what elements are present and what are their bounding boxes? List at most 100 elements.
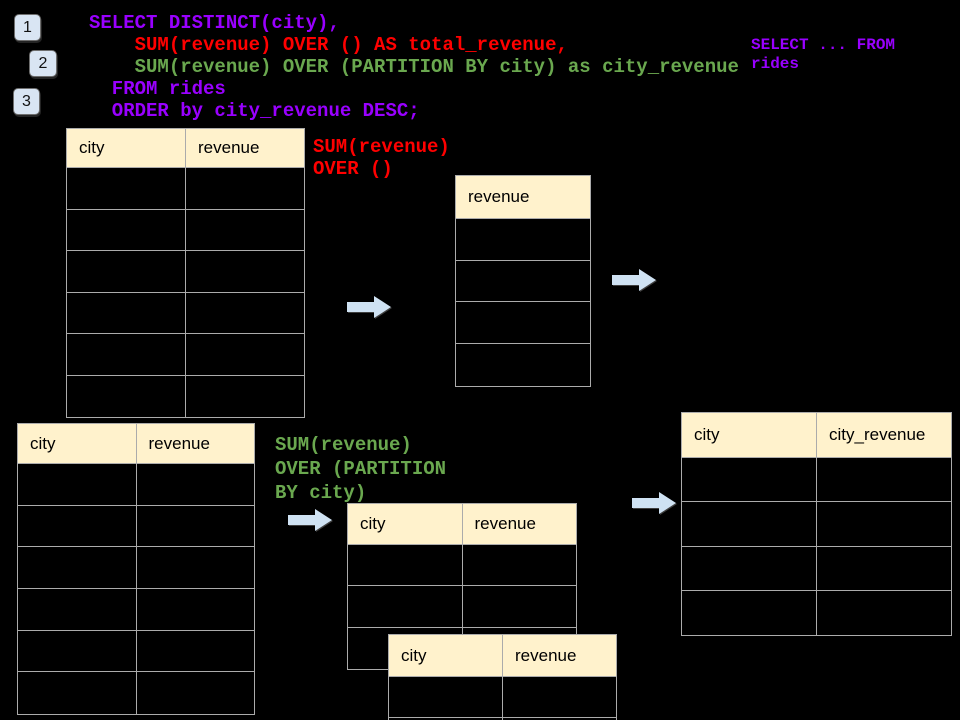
column-header: city xyxy=(389,635,503,677)
code-line: SUM(revenue) OVER (PARTITION BY city) as… xyxy=(89,56,739,78)
table-row xyxy=(67,334,304,376)
table-cell xyxy=(67,251,186,293)
code-line: OVER () xyxy=(313,158,393,180)
table-cell xyxy=(67,375,186,417)
total-revenue-result-table: revenue xyxy=(455,175,591,387)
table-cell xyxy=(389,677,503,718)
table-cell xyxy=(67,292,186,334)
code-line: OVER (PARTITION xyxy=(275,458,447,480)
table-row xyxy=(682,502,951,547)
column-header: revenue xyxy=(136,424,254,464)
table-cell xyxy=(186,209,304,251)
table-row xyxy=(389,677,616,718)
table-cell xyxy=(817,590,951,636)
table-cell xyxy=(817,546,951,591)
table-row xyxy=(18,630,254,673)
table-cell xyxy=(186,292,304,334)
step-badge-1: 1 xyxy=(14,14,41,41)
table-row xyxy=(682,590,951,636)
table-cell xyxy=(18,630,137,673)
column-header: revenue xyxy=(186,129,304,168)
step-badge-3: 3 xyxy=(13,88,40,115)
sql-query-code: SELECT DISTINCT(city), SUM(revenue) OVER… xyxy=(89,12,739,122)
table-row xyxy=(67,251,304,293)
table-row xyxy=(682,546,951,591)
table-header-row: revenue xyxy=(456,176,590,219)
table-cell xyxy=(18,589,137,631)
table-cell xyxy=(503,718,616,720)
table-cell xyxy=(682,502,817,547)
arrow-right-icon xyxy=(631,491,677,515)
table-row xyxy=(18,589,254,631)
table-cell xyxy=(67,168,186,210)
column-header: revenue xyxy=(503,635,616,677)
table-cell xyxy=(682,590,817,636)
table-cell xyxy=(817,458,951,503)
code-line: rides xyxy=(751,55,800,73)
table-row xyxy=(456,344,590,386)
table-row xyxy=(67,168,304,210)
table-cell xyxy=(18,547,137,590)
table-cell xyxy=(462,586,576,628)
table-cell xyxy=(503,677,616,718)
column-header: revenue xyxy=(456,176,590,219)
table-row xyxy=(18,672,254,715)
table-row xyxy=(348,545,576,587)
table-cell xyxy=(136,505,254,548)
window-total-label: SUM(revenue)OVER () xyxy=(313,136,450,180)
column-header: city xyxy=(682,413,817,458)
table-row xyxy=(456,302,590,345)
table-cell xyxy=(186,334,304,376)
table-row xyxy=(67,209,304,251)
arrow-right-icon xyxy=(287,508,333,532)
table-cell xyxy=(456,344,590,386)
table-cell xyxy=(462,545,576,587)
code-line: BY city) xyxy=(275,482,367,504)
table-cell xyxy=(18,464,137,506)
table-cell xyxy=(186,251,304,293)
table-cell xyxy=(67,209,186,251)
column-header: city xyxy=(348,504,463,545)
table-row xyxy=(67,292,304,334)
table-row xyxy=(18,547,254,590)
table-row xyxy=(389,718,616,720)
table-row xyxy=(456,219,590,261)
table-cell xyxy=(136,547,254,590)
table-row xyxy=(18,505,254,548)
table-cell xyxy=(817,502,951,547)
table-row xyxy=(456,260,590,303)
table-cell xyxy=(682,458,817,503)
column-header: city xyxy=(18,424,137,464)
table-row xyxy=(348,586,576,628)
step-badge-label: 1 xyxy=(23,18,32,36)
table-cell xyxy=(136,464,254,506)
table-row xyxy=(67,375,304,417)
column-header: city xyxy=(67,129,186,168)
table-cell xyxy=(456,219,590,261)
table-cell xyxy=(18,672,137,715)
table-cell xyxy=(186,375,304,417)
code-line: SUM(revenue) OVER () AS total_revenue, xyxy=(89,34,568,56)
code-line: ORDER by city_revenue DESC; xyxy=(89,100,420,122)
step-badge-label: 3 xyxy=(22,92,31,110)
table-cell xyxy=(682,546,817,591)
table-cell xyxy=(348,586,463,628)
table-cell xyxy=(348,545,463,587)
code-line: FROM rides xyxy=(89,78,226,100)
table-cell xyxy=(389,718,503,720)
table-cell xyxy=(456,302,590,345)
arrow-right-icon xyxy=(346,295,392,319)
arrow-right-icon xyxy=(611,268,657,292)
table-cell xyxy=(136,630,254,673)
